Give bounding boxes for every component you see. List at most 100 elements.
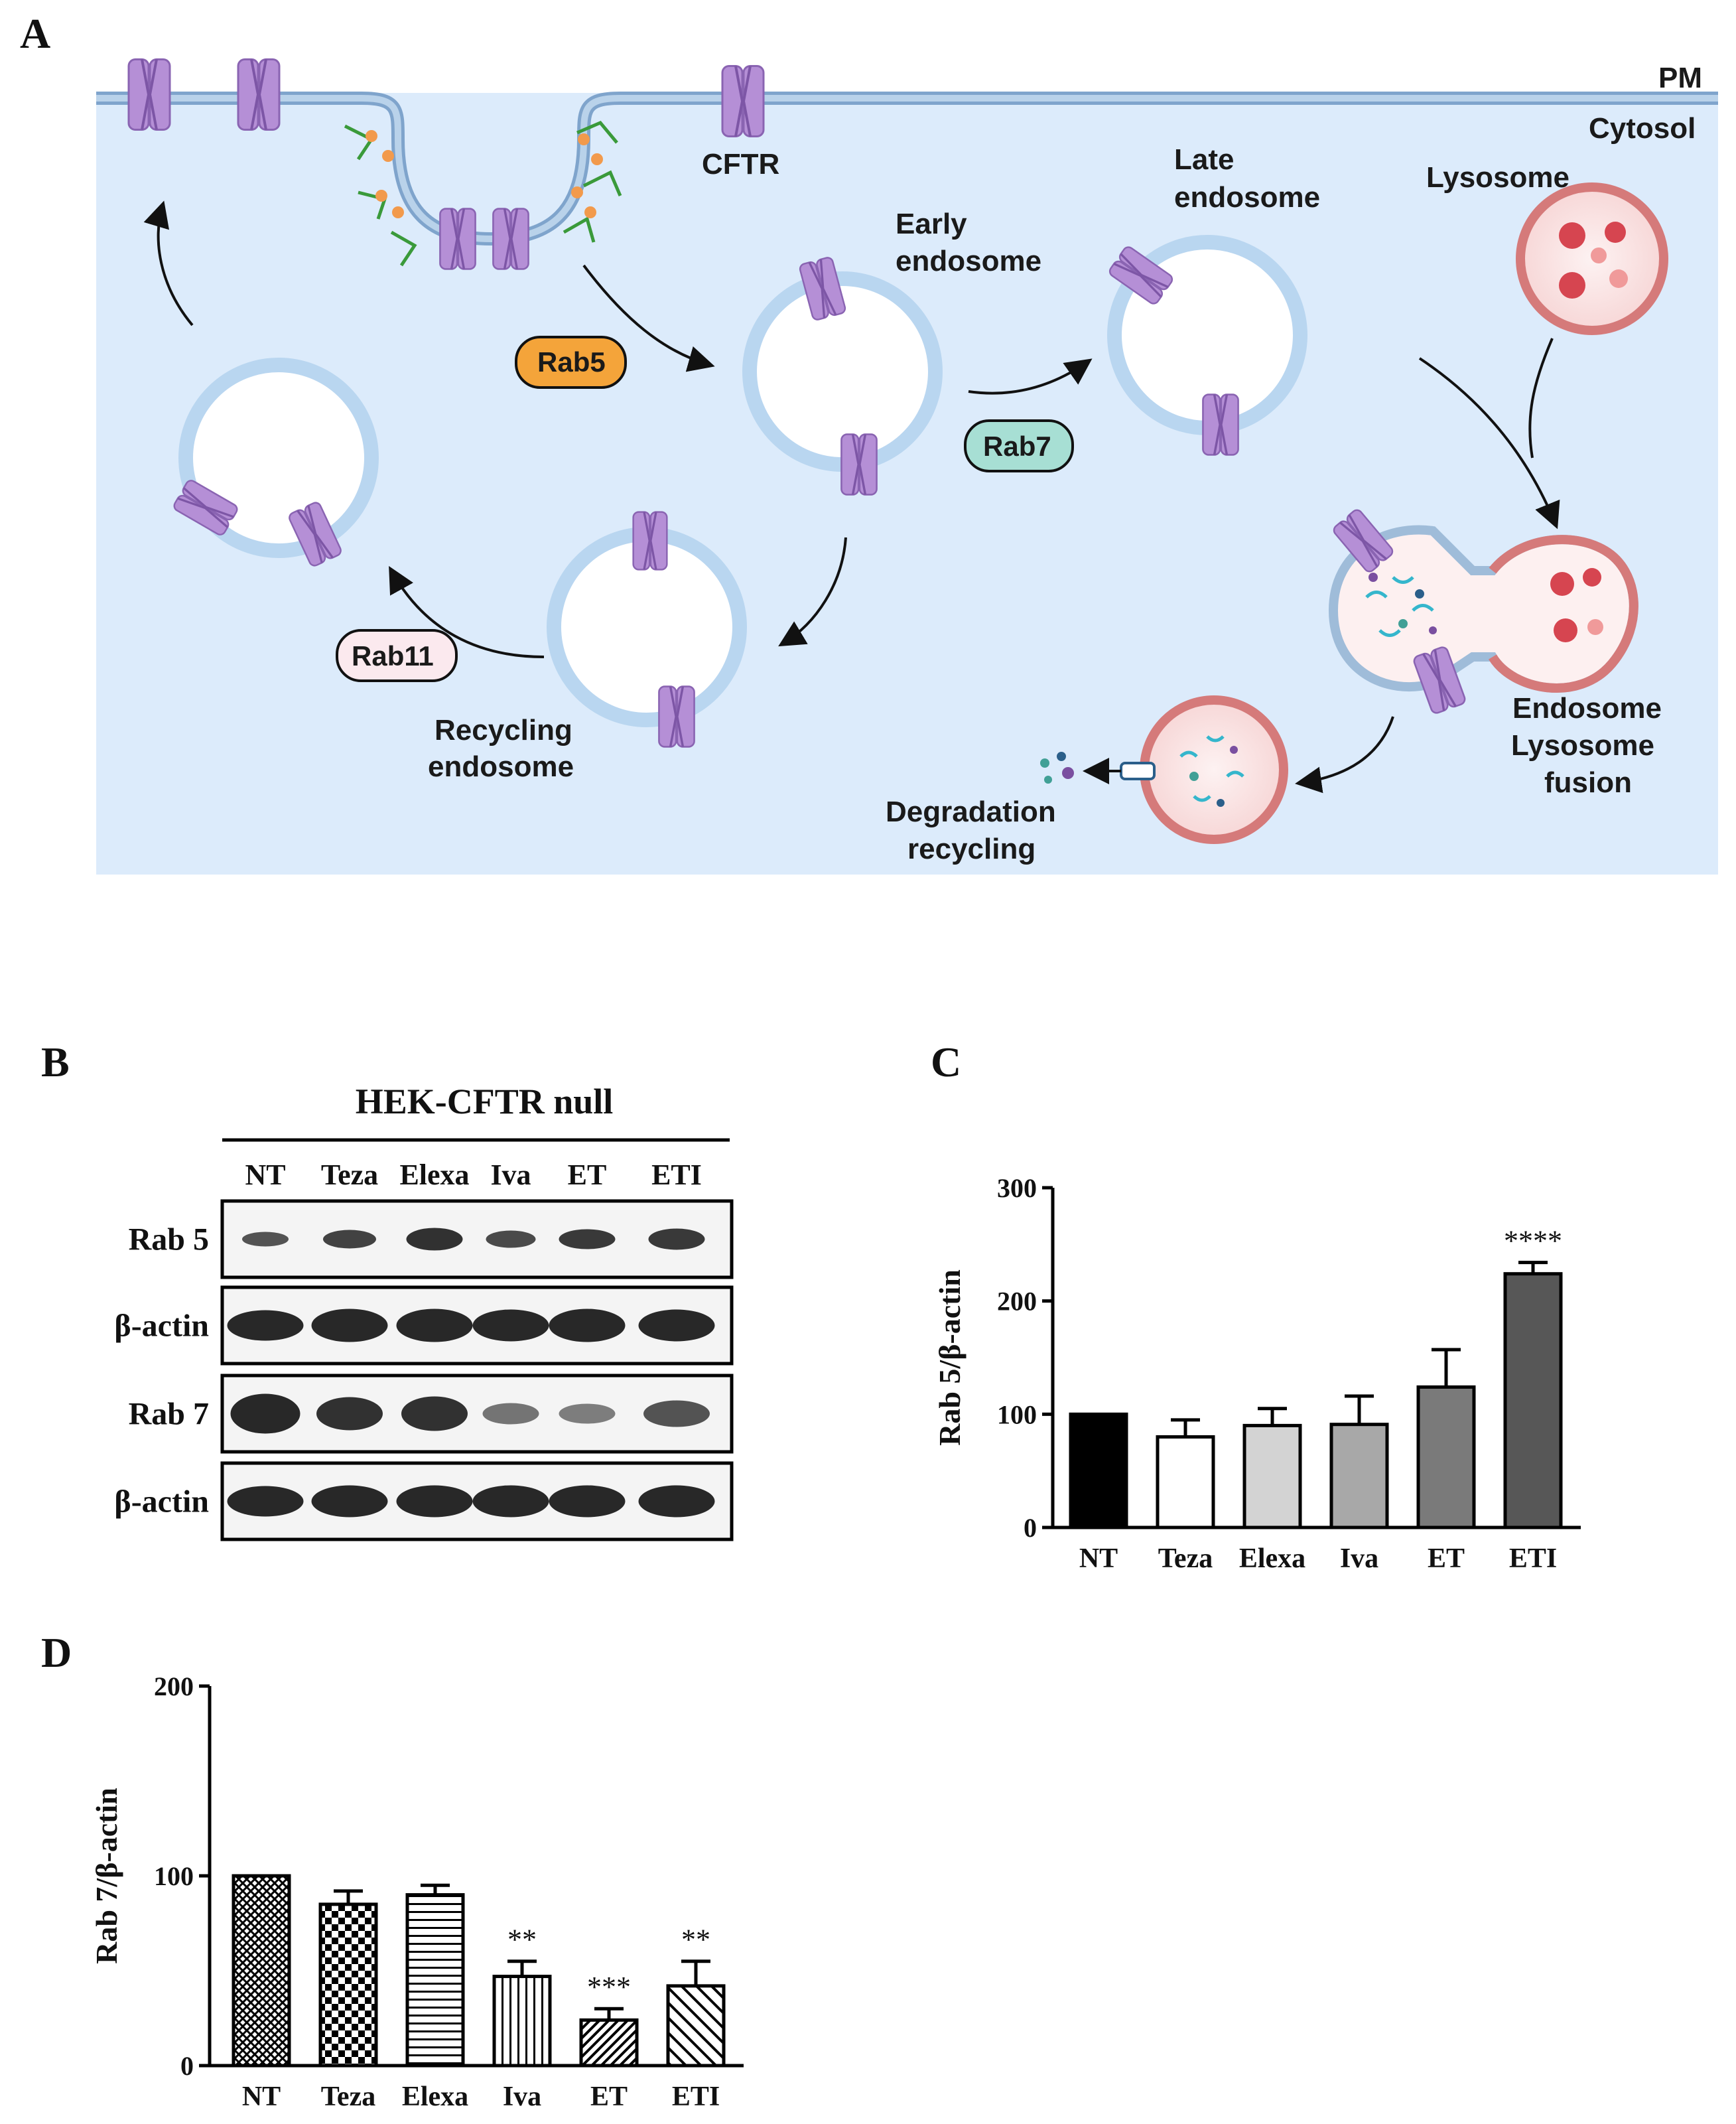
category-label: Iva [503,2082,541,2112]
lysosome [1516,182,1668,335]
category-label: ETI [672,2082,720,2112]
y-tick-label: 100 [154,1861,194,1891]
degradation-lysosome [1120,695,1288,844]
lysosome-label: Lysosome [1426,161,1569,194]
lane-label: Iva [490,1159,531,1191]
cftr-channel [238,60,279,130]
early-endosome-label: endosome [896,245,1041,277]
rab11-badge: Rab11 [336,629,458,682]
blot-row-label: β-actin [114,1484,209,1520]
cftr-channel [722,66,764,137]
y-tick-label: 200 [997,1287,1037,1316]
blot-band [482,1403,539,1425]
pm-label: PM [1658,62,1702,94]
lane-label: Elexa [399,1159,469,1191]
significance-label: **** [1504,1225,1562,1257]
blot-band [549,1309,626,1342]
blot-band [227,1310,304,1341]
blot-band [242,1232,289,1247]
degradation-label: Degradation [886,796,1056,828]
rab7-badge: Rab7 [964,419,1074,472]
category-label: NT [1079,1543,1118,1574]
panel-c-label: C [931,1038,961,1086]
bar [1416,1385,1476,1529]
pathway-arrows [143,200,1560,794]
bar [1329,1423,1389,1529]
category-label: NT [242,2082,281,2112]
blot-band [648,1228,705,1250]
fusion-label: Endosome [1512,692,1662,725]
blot-band [643,1400,710,1427]
blot-band [486,1230,536,1248]
fusion-body [1328,525,1638,693]
category-label: Teza [321,2082,375,2112]
blot-band [401,1396,468,1431]
fusion-label: fusion [1544,766,1632,799]
blot-band [472,1309,549,1342]
y-axis-label: Rab 7/β-actin [90,1788,123,1964]
y-tick-label: 0 [1024,1513,1037,1543]
blot-band [638,1309,715,1342]
fusion-label: Lysosome [1511,729,1654,762]
rab5-badge: Rab5 [515,336,627,389]
svg-text:Rab5: Rab5 [537,346,606,378]
cftr-channel [632,511,669,571]
cell-diagram: PM Cytosol CFTR Early [96,60,1718,875]
blot-band [406,1228,463,1251]
blot-band [396,1309,473,1342]
blot-band [227,1486,304,1517]
lane-label: ETI [651,1159,702,1191]
adaptor-icon [366,130,603,218]
category-label: Iva [1340,1543,1378,1574]
bar [666,1984,726,2068]
bar [1503,1272,1563,1529]
panel-d-label: D [41,1629,72,1676]
bar [1242,1423,1302,1529]
cytosol-label: Cytosol [1589,112,1696,145]
cftr-label: CFTR [702,148,779,180]
lane-label: Teza [321,1159,378,1191]
category-label: ET [1428,1543,1465,1574]
panel-b-label: B [41,1038,70,1086]
recycling-endosome-label: endosome [428,750,574,783]
y-tick-label: 200 [154,1671,194,1701]
category-label: ETI [1509,1543,1557,1574]
blot-band [311,1485,388,1518]
bar [579,2018,639,2068]
cftr-channel [1201,393,1240,457]
blot-row-label: Rab 7 [129,1397,209,1432]
late-endosome-label: endosome [1174,181,1320,214]
cell-line-label: HEK-CFTR null [356,1082,614,1121]
late-endosome-label: Late [1174,143,1234,176]
bar [1069,1412,1128,1529]
blot-band [230,1393,300,1434]
degradation-products-icon [1040,752,1074,784]
cftr-channel [657,685,696,748]
blot-row-label: β-actin [114,1309,209,1344]
early-endosome-label: Early [896,208,967,240]
blot-row-label: Rab 5 [129,1222,209,1257]
panel-a-label: A [20,10,50,57]
blot-band [316,1397,383,1431]
category-label: Elexa [1239,1543,1305,1574]
svg-text:Rab7: Rab7 [983,431,1051,462]
blot-band [638,1485,715,1518]
lane-label: ET [568,1159,607,1191]
degradation-label: recycling [907,833,1035,865]
cftr-channel [492,207,530,271]
blot-band [472,1485,549,1518]
bar [405,1893,465,2068]
y-axis-label: Rab 5/β-actin [933,1269,967,1446]
y-tick-label: 300 [997,1173,1037,1203]
category-label: Teza [1158,1543,1213,1574]
bar [318,1902,378,2068]
significance-label: ** [681,1924,710,1956]
blot-band [549,1485,626,1518]
category-label: ET [590,2082,628,2112]
blot-strip [220,1199,734,1279]
cftr-channel [438,207,477,271]
